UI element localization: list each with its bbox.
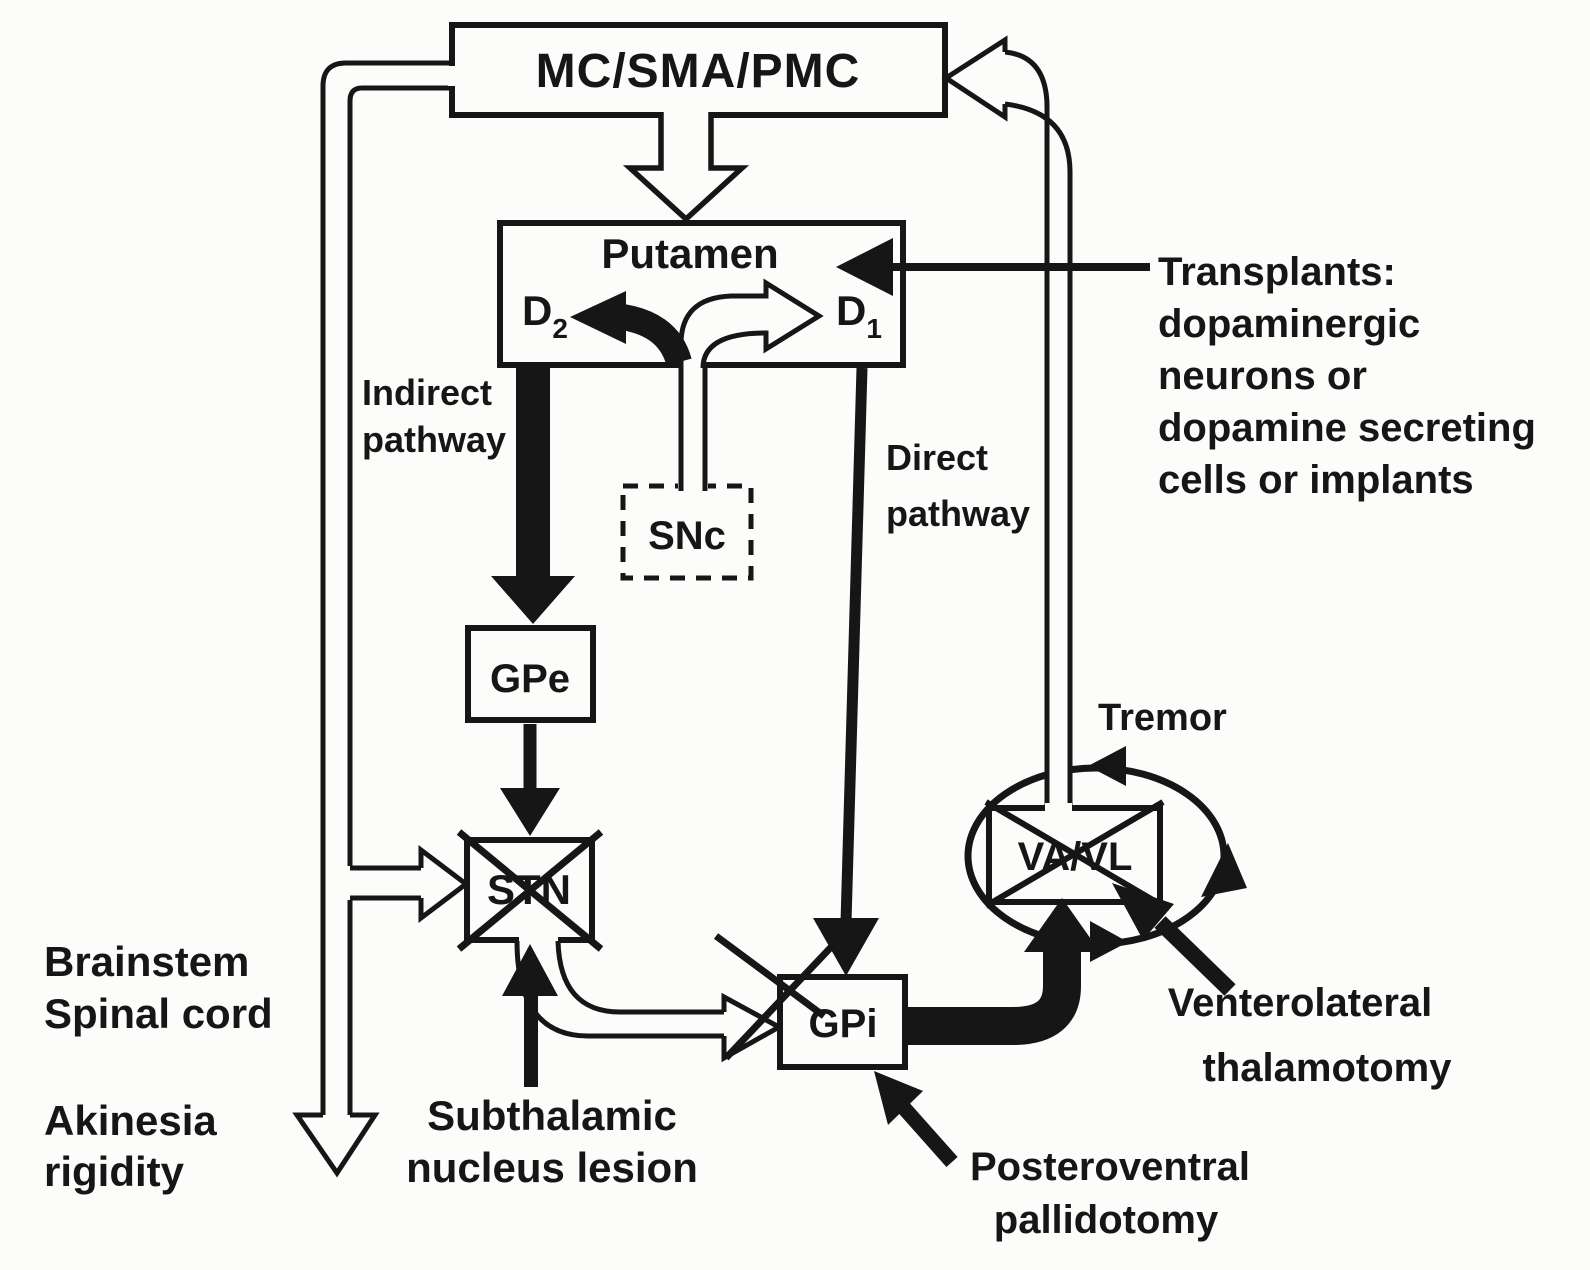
d2-subscript: 2 xyxy=(552,313,568,344)
brainstem-label-line1: Brainstem xyxy=(44,938,249,985)
cortex-label: MC/SMA/PMC xyxy=(536,45,861,98)
pallidotomy-label-line1: Posteroventral xyxy=(970,1145,1250,1189)
tremor-label: Tremor xyxy=(1098,697,1227,739)
transplants-label-line3: neurons or xyxy=(1158,354,1367,398)
snc-top-edge-gap-mask xyxy=(678,480,708,492)
transplants-arrowhead xyxy=(836,238,893,296)
thalamocortical-channel-left-line xyxy=(1004,49,1050,810)
putamen-label: Putamen xyxy=(601,230,778,277)
snc-to-d2-black-arrowhead xyxy=(570,291,626,344)
cortex-to-putamen-open-arrow xyxy=(622,112,750,223)
stn-bottom-edge-gap-mask xyxy=(519,936,558,945)
indirect-pathway-label-line2: pathway xyxy=(362,419,506,460)
d2-base: D xyxy=(522,287,552,334)
stn-lesion-x-mark xyxy=(456,829,604,952)
tremor-loop-top-arrowhead xyxy=(1088,746,1126,786)
cortex-output-channel-inner-line-upper xyxy=(347,85,455,866)
snc-label: SNc xyxy=(648,514,726,558)
stn-branch-open-arrowhead xyxy=(418,844,471,924)
gpi-to-thalamus-shaft xyxy=(903,948,1081,1045)
direct-pathway-label-line1: Direct xyxy=(886,437,988,478)
thalamotomy-label-line2: thalamotomy xyxy=(1203,1046,1453,1090)
tremor-loop-right-arrowhead xyxy=(1201,843,1247,897)
indirect-pathway-arrowhead xyxy=(491,576,575,624)
stn-to-gpi-channel-top-line xyxy=(555,940,724,1015)
akinesia-label-line2: rigidity xyxy=(44,1148,185,1195)
gpe-to-stn-arrowhead xyxy=(500,788,560,836)
d1-receptor-label: D1 xyxy=(836,287,882,344)
gpe-box xyxy=(465,625,596,723)
direct-pathway-arrowhead xyxy=(813,918,879,976)
transplants-label-line1: Transplants: xyxy=(1158,250,1396,294)
transplants-label-line4: dopamine secreting xyxy=(1158,406,1536,450)
pallidotomy-arrowhead xyxy=(874,1071,923,1125)
d1-subscript: 1 xyxy=(866,313,882,344)
cortex-left-edge-gap-mask xyxy=(448,66,456,86)
gpi-pallidotomy-x-mark xyxy=(713,933,837,1061)
d1-base: D xyxy=(836,287,866,334)
snc-to-d1-open-curved-arrow xyxy=(678,278,824,369)
subthalamic-lesion-label-line1: Subthalamic xyxy=(427,1092,677,1139)
direct-pathway-shaft xyxy=(840,367,868,923)
subthalamic-lesion-label-line2: nucleus lesion xyxy=(406,1144,698,1191)
thalamocortical-open-arrowhead xyxy=(941,35,1008,122)
brainstem-label-line2: Spinal cord xyxy=(44,990,273,1037)
d2-receptor-label: D2 xyxy=(522,287,568,344)
brainstem-open-arrowhead xyxy=(292,1112,380,1178)
direct-pathway-label-line2: pathway xyxy=(886,493,1030,534)
gpe-label: GPe xyxy=(490,657,570,701)
thalamus-top-edge-gap-mask xyxy=(1045,803,1072,813)
thalamus-thalamotomy-x-mark xyxy=(984,799,1165,909)
thalamotomy-arrow-shaft xyxy=(1154,916,1236,996)
pallidotomy-arrow-shaft xyxy=(898,1103,958,1167)
thalamotomy-label-line1: Venterolateral xyxy=(1168,981,1433,1025)
channel-over-ellipse-mask xyxy=(1047,738,1070,812)
subthalamic-lesion-arrowhead xyxy=(502,944,558,996)
indirect-pathway-label-line1: Indirect xyxy=(362,372,492,413)
pallidotomy-label-line2: pallidotomy xyxy=(994,1198,1219,1242)
akinesia-label-line1: Akinesia xyxy=(44,1097,217,1144)
tremor-loop-bottom-arrowhead xyxy=(1090,921,1128,962)
cortex-output-channel-outer-line xyxy=(320,60,455,1116)
thalamotomy-arrowhead xyxy=(1112,883,1174,940)
transplants-label-line5: cells or implants xyxy=(1158,458,1474,502)
snc-box xyxy=(620,483,754,581)
thalamocortical-channel-right-line xyxy=(1004,101,1073,810)
transplants-label-line2: dopaminergic xyxy=(1158,302,1420,346)
gpi-to-thalamus-arrowhead xyxy=(1024,898,1100,952)
